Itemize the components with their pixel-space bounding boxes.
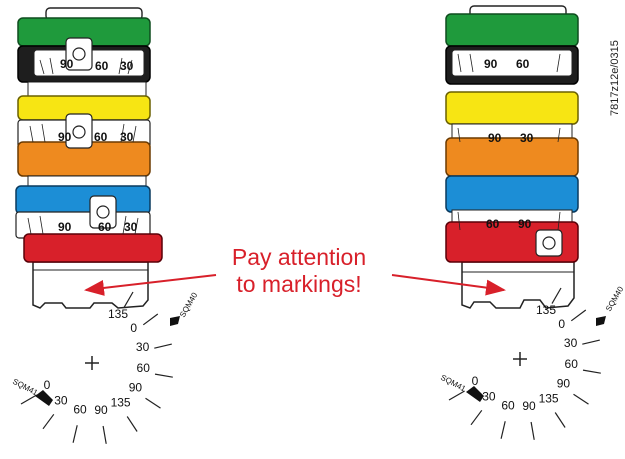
left-scale-tick bbox=[42, 413, 55, 430]
left-ring-blue bbox=[15, 185, 151, 215]
right-scale-label: 60 bbox=[565, 357, 579, 371]
left-scale-tick bbox=[20, 394, 37, 405]
right-ring-green bbox=[445, 13, 579, 47]
left-stop-symbol-top-icon bbox=[170, 316, 180, 326]
left-dial-digit-60-b: 60 bbox=[94, 130, 108, 144]
right-base-housing bbox=[461, 261, 575, 309]
document-id: 7817z12e/0315 bbox=[609, 24, 623, 116]
left-ring-red bbox=[23, 233, 163, 263]
right-scale-tick bbox=[554, 412, 566, 428]
right-scale-label: 30 bbox=[482, 390, 496, 404]
arrow-to-right-assembly bbox=[391, 274, 506, 296]
left-cam-stack bbox=[15, 7, 163, 309]
right-scale-label: 90 bbox=[557, 377, 571, 391]
left-scale-label: 0 bbox=[44, 378, 51, 392]
right-scale-label: 30 bbox=[564, 336, 578, 350]
right-scale-label: 135 bbox=[536, 303, 556, 317]
right-ring-yellow bbox=[445, 91, 579, 125]
right-ring-blue bbox=[445, 175, 579, 213]
right-scale-tick bbox=[551, 287, 562, 304]
left-scale-tick bbox=[145, 397, 161, 409]
attention-callout: Pay attention to markings! bbox=[204, 244, 394, 298]
right-scale-label: 135 bbox=[539, 391, 559, 405]
left-end-label-sqm40: SQM40 bbox=[178, 291, 200, 319]
left-scale-tick bbox=[123, 291, 134, 308]
left-dial-hatching bbox=[27, 57, 139, 235]
left-scale-label: 135 bbox=[111, 395, 131, 409]
right-scale-tick bbox=[570, 309, 587, 322]
right-end-label-sqm40: SQM40 bbox=[604, 285, 625, 313]
left-scale-label: 60 bbox=[73, 403, 87, 417]
left-scale-label: 30 bbox=[136, 340, 150, 354]
left-dial-digit-90-a: 90 bbox=[60, 57, 74, 71]
right-dial-digit-90-a: 90 bbox=[484, 57, 498, 71]
left-scale-label: 90 bbox=[94, 403, 108, 417]
left-dial-digit-90-c: 90 bbox=[58, 220, 72, 234]
arrow-to-left-assembly bbox=[84, 274, 217, 296]
left-end-label-sqm41: SQM41 bbox=[11, 377, 40, 398]
right-scale-tick bbox=[500, 421, 506, 439]
document-id-text: 7817z12e/0315 bbox=[609, 40, 621, 116]
left-scale-tick bbox=[142, 313, 159, 326]
right-scale-tick bbox=[470, 409, 483, 426]
right-dial-digit-90-c: 90 bbox=[518, 217, 532, 231]
left-scale-label: 30 bbox=[54, 394, 68, 408]
left-clamp-screws bbox=[65, 37, 117, 229]
right-scale-tick bbox=[530, 421, 535, 440]
left-scale-tick bbox=[154, 373, 173, 378]
right-scale-tick bbox=[582, 369, 601, 374]
left-dial-digit-90-b: 90 bbox=[58, 130, 72, 144]
right-scale-tick bbox=[448, 390, 465, 401]
right-center-cross-icon bbox=[513, 352, 527, 366]
left-stop-symbol-icon bbox=[35, 390, 53, 406]
left-scale-tick bbox=[72, 425, 78, 443]
left-scale-label: 0 bbox=[130, 321, 137, 335]
right-cam-stack bbox=[445, 5, 579, 309]
left-center-cross-icon bbox=[85, 356, 99, 370]
callout-line-1: Pay attention bbox=[231, 244, 367, 270]
right-scale-label: 0 bbox=[472, 374, 479, 388]
left-dial-digit-30-c: 30 bbox=[124, 220, 138, 234]
right-stop-symbol-top-icon bbox=[596, 316, 606, 326]
right-scale-label: 90 bbox=[522, 399, 536, 413]
left-scale-label: 135 bbox=[108, 307, 128, 321]
left-dial-digit-60-a: 60 bbox=[95, 59, 109, 73]
right-end-label-sqm41: SQM41 bbox=[439, 373, 468, 394]
right-stop-symbol-icon bbox=[466, 386, 484, 402]
right-dial-digit-30-b: 30 bbox=[520, 131, 534, 145]
left-scale-tick bbox=[102, 425, 107, 444]
left-scale-label: 60 bbox=[137, 361, 151, 375]
right-clamp-screws bbox=[535, 229, 563, 257]
left-dial-digit-30-a: 30 bbox=[120, 59, 134, 73]
right-scale-label: 0 bbox=[558, 317, 565, 331]
left-scale-tick bbox=[126, 416, 138, 432]
right-scale-tick bbox=[582, 339, 600, 345]
right-dial-digit-60-c: 60 bbox=[486, 217, 500, 231]
right-ring-orange bbox=[445, 137, 579, 177]
left-dial-digit-30-b: 30 bbox=[120, 130, 134, 144]
callout-line-2: to markings! bbox=[236, 271, 362, 297]
right-dial-hatching bbox=[457, 53, 561, 231]
left-dial-digit-60-c: 60 bbox=[98, 220, 112, 234]
right-dial-digit-90-b: 90 bbox=[488, 131, 502, 145]
right-scale-tick bbox=[573, 393, 589, 405]
left-scale-label: 90 bbox=[129, 381, 143, 395]
left-scale-tick bbox=[154, 343, 172, 349]
right-dial-digit-60-a: 60 bbox=[516, 57, 530, 71]
right-scale-label: 60 bbox=[501, 399, 515, 413]
